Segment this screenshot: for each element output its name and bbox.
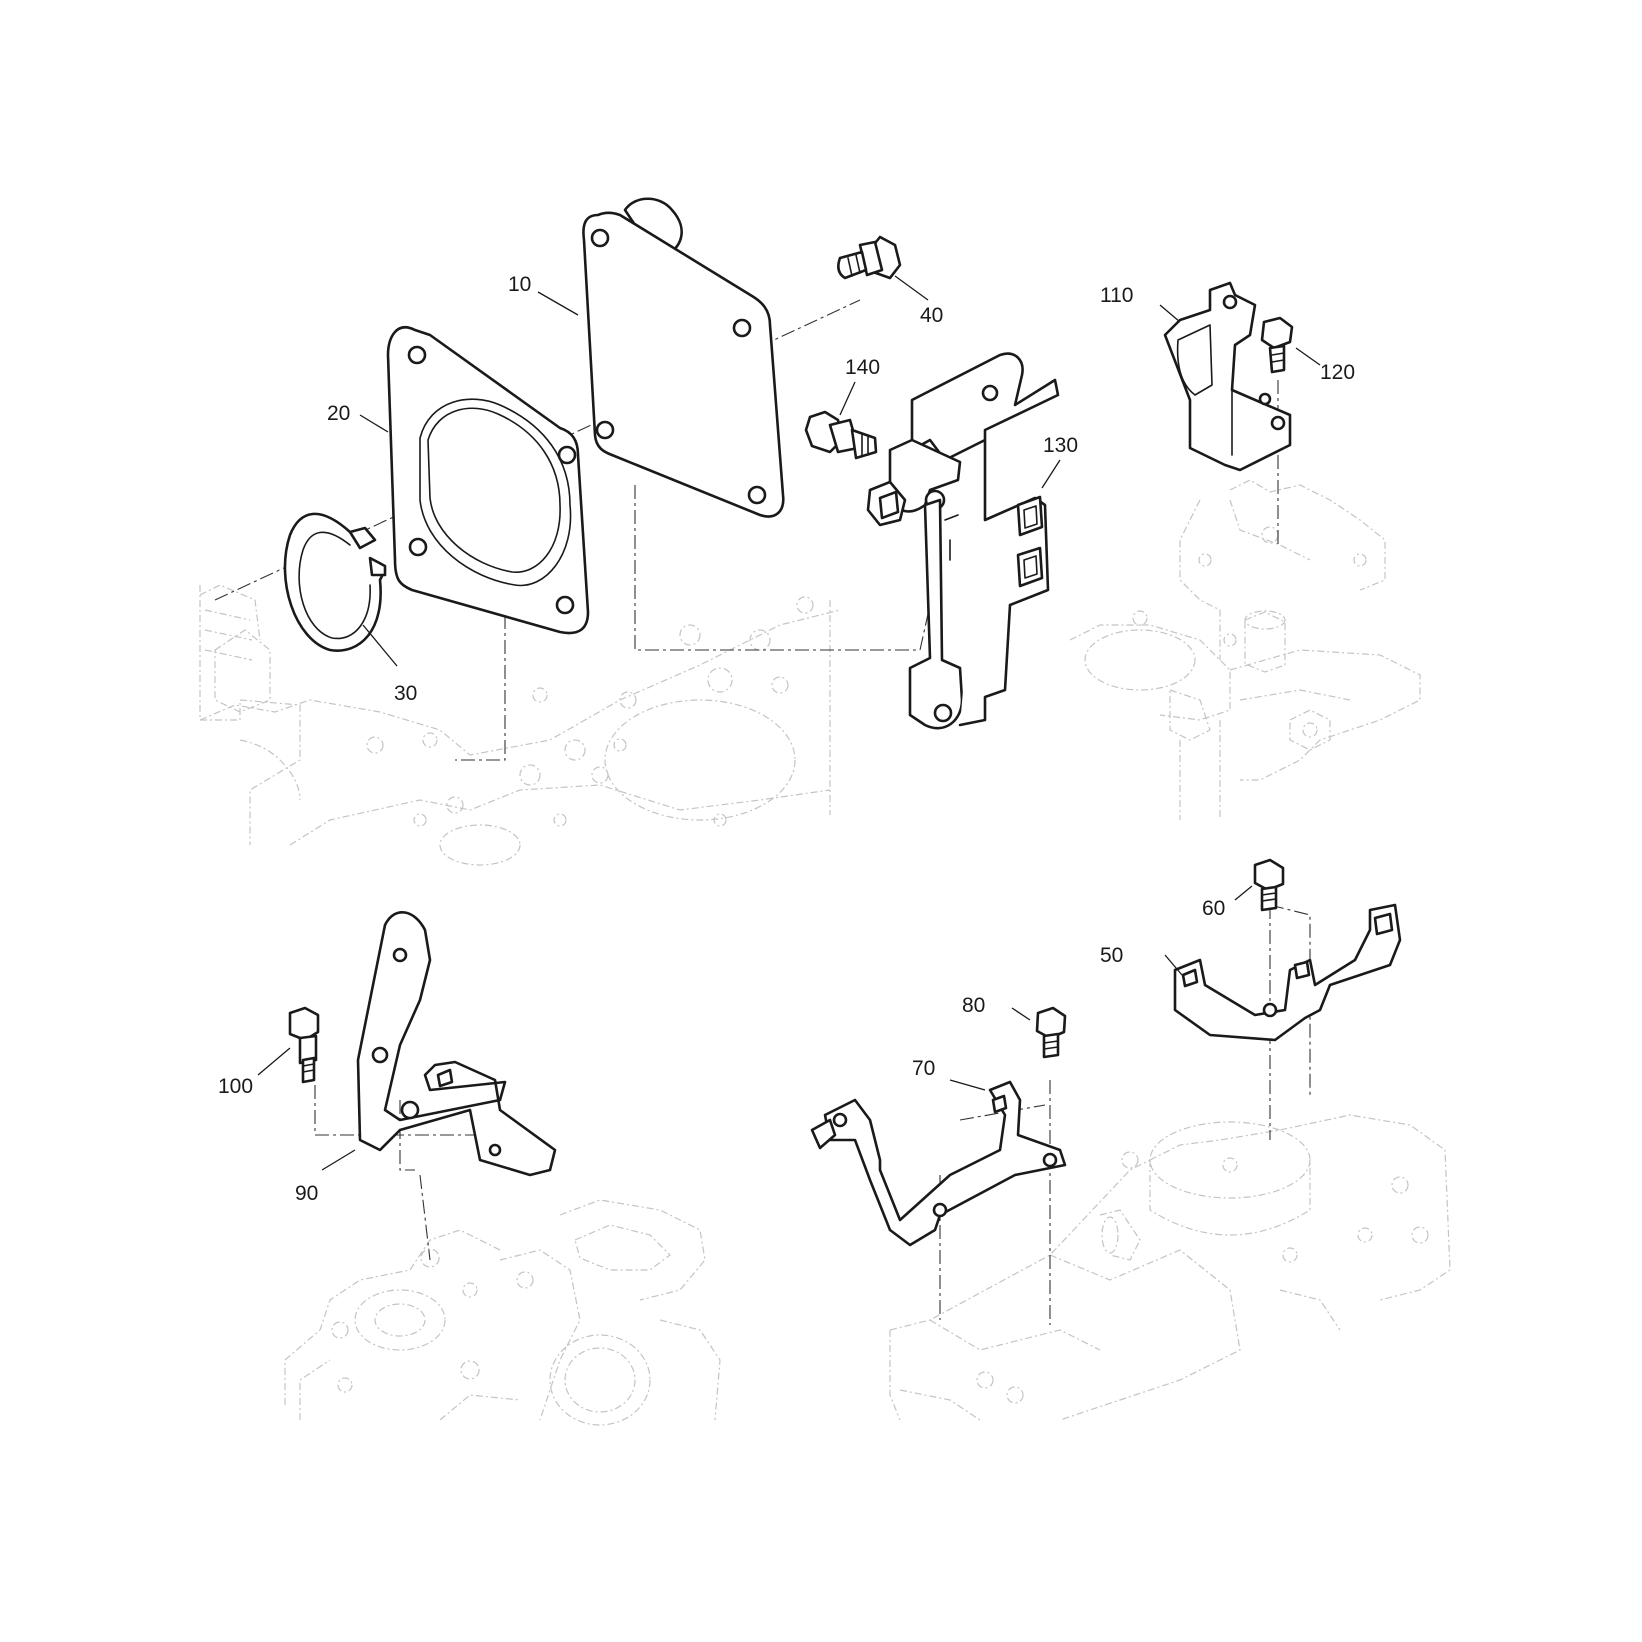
callout-60: 60 — [1202, 897, 1225, 920]
engine-housing-ghost-bottom-right — [889, 1114, 1451, 1421]
bracket-110 — [1163, 281, 1292, 472]
callout-90: 90 — [295, 1182, 318, 1205]
callout-labels: 10 20 30 40 50 60 70 80 90 100 110 120 1… — [218, 273, 1355, 1205]
axis-50-60 — [1269, 904, 1311, 1140]
callout-140: 140 — [845, 356, 880, 379]
axis-90-100 — [314, 1085, 500, 1261]
leader-lines — [257, 275, 1321, 1171]
callout-120: 120 — [1320, 361, 1355, 384]
cover-plate-10 — [582, 197, 785, 518]
bolt-100 — [288, 1006, 320, 1084]
callout-40: 40 — [920, 304, 943, 327]
bolt-40 — [837, 235, 902, 280]
bolt-60 — [1253, 858, 1285, 912]
callout-70: 70 — [912, 1057, 935, 1080]
engine-housing-ghost-top-right — [1069, 479, 1421, 820]
callout-80: 80 — [962, 994, 985, 1017]
bolt-140 — [804, 410, 878, 460]
callout-50: 50 — [1100, 944, 1123, 967]
callout-30: 30 — [394, 682, 417, 705]
bracket-70 — [810, 1080, 1067, 1247]
callout-20: 20 — [327, 402, 350, 425]
callout-100: 100 — [218, 1075, 253, 1098]
bolt-120 — [1260, 316, 1294, 374]
snap-ring-30 — [283, 512, 387, 652]
gasket-flange-20 — [386, 326, 590, 635]
callout-110: 110 — [1100, 284, 1133, 307]
bracket-50 — [1173, 903, 1402, 1042]
engine-housing-ghost-bottom-left — [284, 1199, 721, 1426]
callout-10: 10 — [508, 273, 531, 296]
bracket-90 — [356, 910, 557, 1177]
bracket-130 — [866, 352, 1060, 730]
callout-130: 130 — [1043, 434, 1078, 457]
engine-block-ghost-top-left — [199, 584, 841, 866]
bolt-80 — [1035, 1006, 1067, 1059]
